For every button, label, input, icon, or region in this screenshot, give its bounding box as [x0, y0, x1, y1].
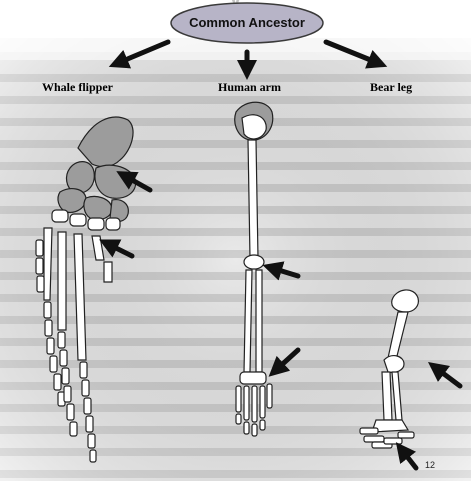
- common-ancestor-label: Common Ancestor: [175, 15, 319, 30]
- bear-leg-label: Bear leg: [370, 80, 412, 95]
- human-arm-label: Human arm: [218, 80, 281, 95]
- page-number: 12: [425, 460, 435, 470]
- whale-flipper-label: Whale flipper: [42, 80, 113, 95]
